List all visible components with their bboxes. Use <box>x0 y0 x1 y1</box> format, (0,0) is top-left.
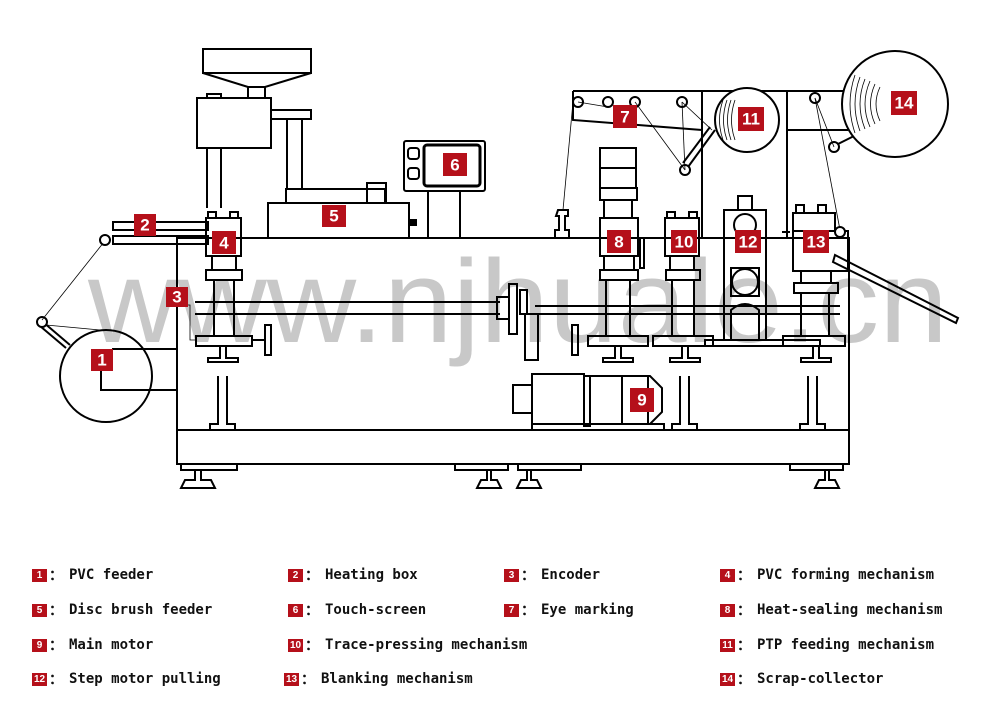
legend-separator: ： <box>737 603 751 619</box>
legend-item: 5： Disc brush feeder <box>32 600 212 620</box>
legend-label: Encoder <box>541 567 601 583</box>
legend-badge: 12 <box>32 672 47 686</box>
svg-text:8: 8 <box>614 233 623 252</box>
legend-badge: 14 <box>720 672 735 686</box>
callout-14: 14 <box>891 91 917 115</box>
callout-7: 7 <box>613 105 637 128</box>
legend-label: Eye marking <box>541 602 634 618</box>
legend-item: 11： PTP feeding mechanism <box>720 635 934 655</box>
legend-item: 3： Encoder <box>504 565 600 585</box>
legend-label: PVC feeder <box>69 567 154 583</box>
callout-1: 1 <box>91 349 113 371</box>
blanking-station <box>782 204 960 363</box>
legend-separator: ： <box>521 568 535 584</box>
legend-badge: 6 <box>288 603 303 617</box>
legend-item: 2： Heating box <box>288 565 418 585</box>
svg-text:1: 1 <box>97 351 106 370</box>
callout-5: 5 <box>322 205 346 227</box>
legend-separator: ： <box>305 638 319 654</box>
callout-2: 2 <box>134 214 156 236</box>
legend-separator: ： <box>737 638 751 654</box>
callout-8: 8 <box>607 230 631 253</box>
legend-item: 4： PVC forming mechanism <box>720 565 934 585</box>
legend-separator: ： <box>49 672 63 688</box>
legend-label: Heating box <box>325 567 418 583</box>
pvc-feeder-roll <box>36 241 177 423</box>
legend-item: 7： Eye marking <box>504 600 634 620</box>
legend-label: Touch-screen <box>325 602 427 618</box>
legend-item: 12： Step motor pulling <box>32 669 221 689</box>
legend-label: Step motor pulling <box>69 671 221 687</box>
svg-text:6: 6 <box>450 156 459 175</box>
legend: 1：PVC feeder 2：Heating box 3：Encoder 4：P… <box>0 558 995 698</box>
legend-item: 1： PVC feeder <box>32 565 153 585</box>
heat-sealing-station <box>571 147 649 363</box>
svg-text:11: 11 <box>742 110 760 129</box>
svg-text:10: 10 <box>675 233 694 252</box>
svg-text:5: 5 <box>329 207 338 226</box>
callout-13: 13 <box>803 230 829 253</box>
legend-label: Heat-sealing mechanism <box>757 602 943 618</box>
legend-label: Main motor <box>69 637 154 653</box>
legend-label: Blanking mechanism <box>321 671 473 687</box>
legend-separator: ： <box>737 672 751 688</box>
legend-separator: ： <box>521 603 535 619</box>
heating-box <box>99 221 209 246</box>
legend-badge: 4 <box>720 568 735 582</box>
legend-label: PTP feeding mechanism <box>757 637 935 653</box>
callout-9: 9 <box>630 388 654 412</box>
callout-10: 10 <box>671 230 697 253</box>
machine-diagram: www.njhuale.cn <box>36 48 960 489</box>
callout-12: 12 <box>735 230 761 253</box>
svg-text:13: 13 <box>807 233 826 252</box>
legend-badge: 11 <box>720 638 735 652</box>
svg-text:4: 4 <box>219 234 229 253</box>
legend-badge: 13 <box>284 672 299 686</box>
legend-badge: 10 <box>288 638 303 652</box>
disc-brush-feeder <box>196 48 417 239</box>
legend-label: PVC forming mechanism <box>757 567 935 583</box>
legend-separator: ： <box>305 603 319 619</box>
legend-item: 6： Touch-screen <box>288 600 426 620</box>
legend-separator: ： <box>301 672 315 688</box>
callout-3: 3 <box>166 287 188 307</box>
legend-item: 9： Main motor <box>32 635 153 655</box>
svg-text:14: 14 <box>895 94 914 113</box>
legend-badge: 2 <box>288 568 303 582</box>
legend-item: 14： Scrap-collector <box>720 669 883 689</box>
legend-item: 10： Trace-pressing mechanism <box>288 635 527 655</box>
legend-item: 13： Blanking mechanism <box>284 669 473 689</box>
callout-6: 6 <box>443 153 467 176</box>
legend-label: Scrap-collector <box>757 671 884 687</box>
legend-separator: ： <box>49 568 63 584</box>
svg-text:9: 9 <box>637 391 646 410</box>
legend-separator: ： <box>305 568 319 584</box>
legend-badge: 5 <box>32 603 47 617</box>
legend-badge: 8 <box>720 603 735 617</box>
legend-separator: ： <box>49 603 63 619</box>
legend-badge: 1 <box>32 568 47 582</box>
svg-text:7: 7 <box>620 108 629 127</box>
legend-badge: 3 <box>504 568 519 582</box>
legend-separator: ： <box>737 568 751 584</box>
legend-item: 8： Heat-sealing mechanism <box>720 600 942 620</box>
callout-11: 11 <box>738 107 764 131</box>
legend-badge: 9 <box>32 638 47 652</box>
legend-label: Trace-pressing mechanism <box>325 637 528 653</box>
pvc-forming-station <box>195 211 272 363</box>
main-shaft <box>195 283 840 361</box>
svg-text:2: 2 <box>140 216 149 235</box>
legend-badge: 7 <box>504 603 519 617</box>
legend-label: Disc brush feeder <box>69 602 213 618</box>
legend-separator: ： <box>49 638 63 654</box>
svg-text:12: 12 <box>739 233 758 252</box>
callout-4: 4 <box>212 231 236 254</box>
step-motor-pulling <box>704 195 821 347</box>
svg-text:3: 3 <box>172 288 181 307</box>
